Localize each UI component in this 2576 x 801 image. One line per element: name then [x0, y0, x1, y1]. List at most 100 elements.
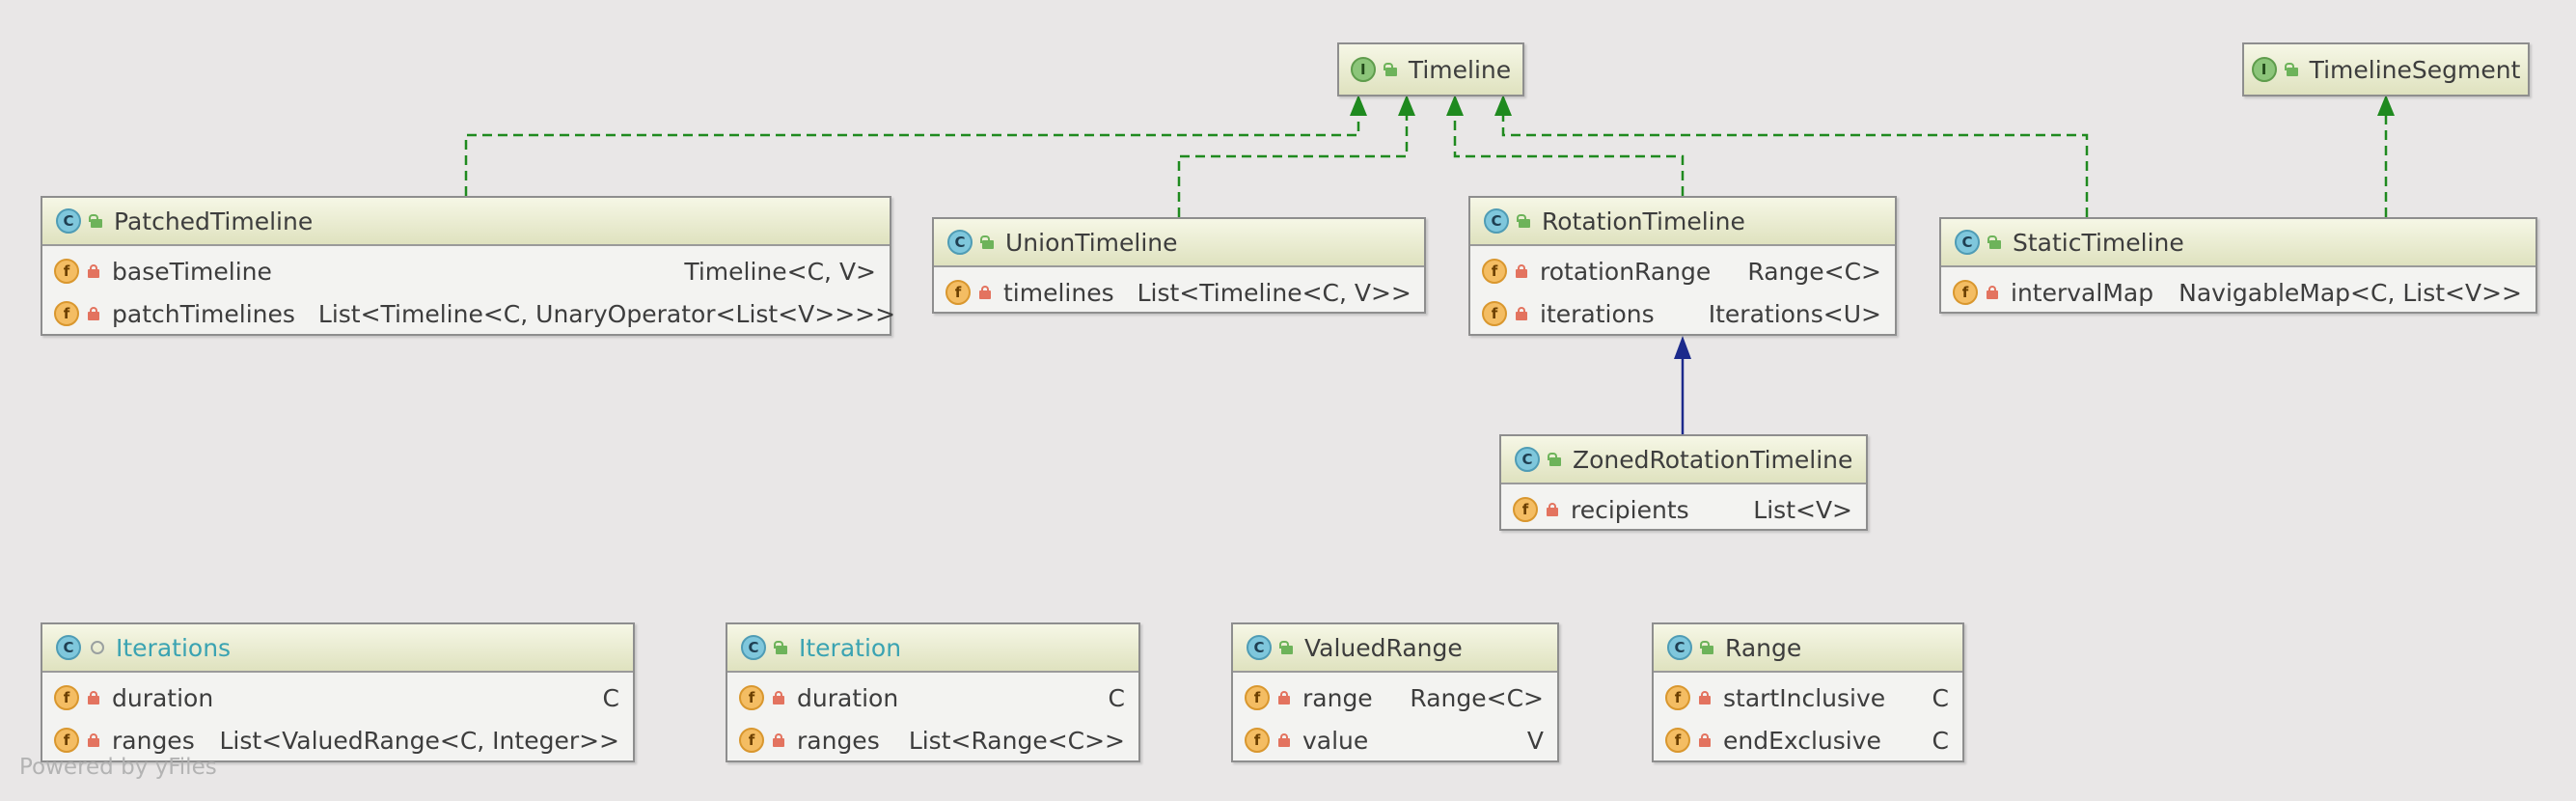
class-name: ZonedRotationTimeline: [1573, 445, 1853, 474]
field-name: patchTimelines: [112, 299, 295, 328]
private-access-icon: [772, 691, 785, 704]
node-uniontimeline[interactable]: C UnionTimeline f timelines List<Timelin…: [932, 217, 1426, 314]
field-icon: f: [1245, 685, 1270, 710]
field-icon: f: [739, 728, 764, 753]
field-icon: f: [739, 685, 764, 710]
private-access-icon: [1698, 733, 1712, 747]
field-type: List<V>: [1753, 495, 1852, 524]
field-icon: f: [54, 728, 79, 753]
public-access-icon: [2284, 63, 2298, 76]
field-icon: f: [1953, 280, 1978, 305]
node-header: C UnionTimeline: [934, 219, 1424, 267]
field-type: Range<C>: [1747, 257, 1881, 286]
field-name: duration: [797, 683, 899, 712]
field-row: f range Range<C>: [1233, 677, 1557, 719]
class-icon: C: [1484, 208, 1509, 234]
node-header: C ValuedRange: [1233, 624, 1557, 673]
class-name: Range: [1725, 633, 1802, 662]
arrowhead-realization: [1446, 95, 1464, 116]
private-access-icon: [87, 264, 100, 278]
field-icon: f: [1513, 497, 1538, 522]
class-icon: C: [1667, 635, 1692, 660]
node-valuedrange[interactable]: C ValuedRange f range Range<C> f value V: [1231, 622, 1559, 762]
node-iteration[interactable]: C Iteration f duration C f ranges List<R…: [726, 622, 1140, 762]
node-timeline[interactable]: I Timeline: [1337, 42, 1524, 97]
node-rotationtimeline[interactable]: C RotationTimeline f rotationRange Range…: [1468, 196, 1897, 336]
public-access-icon: [1383, 63, 1397, 76]
field-row: f ranges List<Range<C>>: [727, 719, 1138, 761]
private-access-icon: [1546, 503, 1559, 516]
field-row: f patchTimelines List<Timeline<C, UnaryO…: [42, 292, 895, 335]
private-access-icon: [87, 733, 100, 747]
field-type: V: [1526, 726, 1544, 755]
field-type: List<ValuedRange<C, Integer>>: [219, 726, 619, 755]
field-icon: f: [54, 685, 79, 710]
private-access-icon: [1515, 264, 1528, 278]
class-name: UnionTimeline: [1005, 228, 1178, 257]
class-name: StaticTimeline: [2013, 228, 2184, 257]
public-access-icon: [89, 214, 102, 228]
node-zonedrotationtimeline[interactable]: C ZonedRotationTimeline f recipients Lis…: [1499, 434, 1868, 531]
field-icon: f: [1665, 728, 1690, 753]
private-access-icon: [1277, 733, 1291, 747]
node-header: C PatchedTimeline: [42, 198, 890, 246]
field-name: rotationRange: [1540, 257, 1712, 286]
arrowhead-realization: [1350, 95, 1367, 116]
private-access-icon: [978, 286, 992, 299]
class-name: ValuedRange: [1304, 633, 1463, 662]
node-iterations[interactable]: C Iterations f duration C f ranges List<…: [41, 622, 635, 762]
field-name: range: [1302, 683, 1373, 712]
interface-icon: I: [2251, 57, 2277, 82]
public-access-icon: [1548, 453, 1561, 466]
field-icon: f: [1482, 259, 1507, 284]
node-header: C RotationTimeline: [1470, 198, 1895, 246]
node-header: C Range: [1654, 624, 1962, 673]
class-icon: C: [1247, 635, 1272, 660]
arrowhead-realization: [1494, 95, 1512, 116]
field-type: C: [1932, 683, 1949, 712]
edge-static-to-timeline: [1501, 108, 2089, 217]
node-header: C StaticTimeline: [1941, 219, 2535, 267]
node-range[interactable]: C Range f startInclusive C f endExclusiv…: [1652, 622, 1964, 762]
field-type: List<Timeline<C, V>>: [1137, 278, 1411, 307]
node-header: I TimelineSegment: [2244, 44, 2528, 95]
node-header: I Timeline: [1339, 44, 1522, 95]
field-row: f startInclusive C: [1654, 677, 1962, 719]
node-patchedtimeline[interactable]: C PatchedTimeline f baseTimeline Timelin…: [41, 196, 895, 336]
field-name: ranges: [112, 726, 195, 755]
field-name: recipients: [1571, 495, 1689, 524]
class-icon: C: [56, 635, 81, 660]
field-name: ranges: [797, 726, 880, 755]
field-type: List<Timeline<C, UnaryOperator<List<V>>>…: [317, 299, 896, 328]
arrowhead-inheritance: [1674, 336, 1691, 359]
private-access-icon: [87, 691, 100, 704]
field-row: f baseTimeline Timeline<C, V>: [42, 250, 890, 292]
field-type: C: [1108, 683, 1125, 712]
class-name: Timeline: [1408, 55, 1512, 84]
field-type: C: [1932, 726, 1949, 755]
public-access-icon: [1700, 641, 1713, 654]
private-access-icon: [772, 733, 785, 747]
field-row: f rotationRange Range<C>: [1470, 250, 1895, 292]
field-row: f value V: [1233, 719, 1557, 761]
field-row: f recipients List<V>: [1501, 488, 1866, 531]
field-icon: f: [1482, 301, 1507, 326]
class-name: PatchedTimeline: [114, 207, 314, 235]
class-icon: C: [1955, 230, 1980, 255]
field-type: Iterations<U>: [1708, 299, 1881, 328]
field-name: duration: [112, 683, 214, 712]
edge-patched-to-timeline: [464, 108, 1360, 196]
field-name: timelines: [1003, 278, 1114, 307]
class-name: Iterations: [116, 633, 232, 662]
field-name: startInclusive: [1723, 683, 1886, 712]
field-icon: f: [1245, 728, 1270, 753]
field-row: f timelines List<Timeline<C, V>>: [934, 271, 1424, 314]
field-type: Timeline<C, V>: [684, 257, 876, 286]
public-access-icon: [1987, 235, 2001, 249]
node-timelinesegment[interactable]: I TimelineSegment: [2242, 42, 2530, 97]
field-name: value: [1302, 726, 1369, 755]
node-statictimeline[interactable]: C StaticTimeline f intervalMap Navigable…: [1939, 217, 2537, 314]
field-row: f ranges List<ValuedRange<C, Integer>>: [42, 719, 633, 761]
field-row: f intervalMap NavigableMap<C, List<V>>: [1941, 271, 2535, 314]
